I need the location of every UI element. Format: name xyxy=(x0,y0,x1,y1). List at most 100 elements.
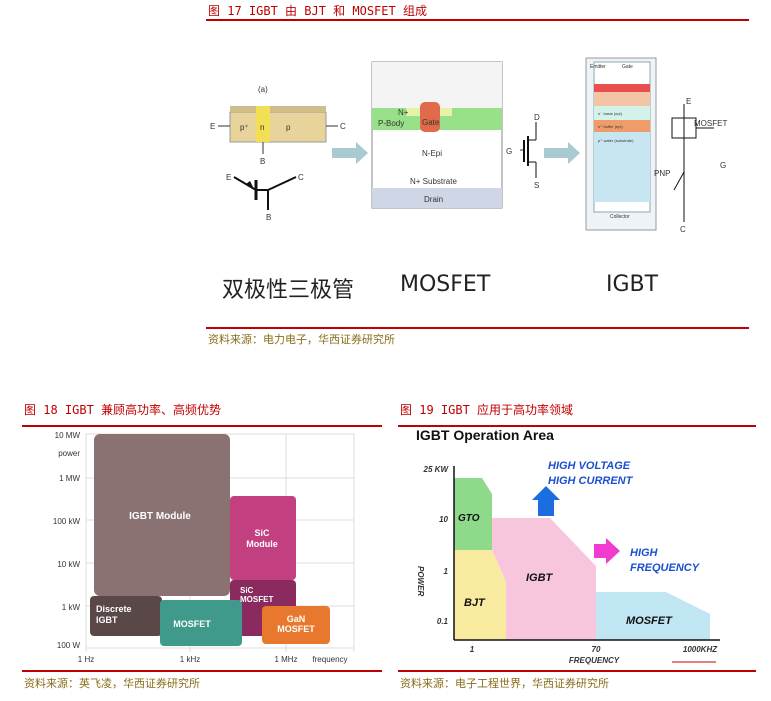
fig18-svg: 10 MW power 1 MW 100 kW 10 kW 1 kW 100 W… xyxy=(24,428,364,668)
igbt-label-gate: Gate xyxy=(622,64,633,70)
fig19-ylabel: POWER xyxy=(416,566,425,596)
fig18-block-mosfet xyxy=(160,600,242,646)
fig18-block-igbt-module xyxy=(94,434,230,596)
fig19-up-arrow xyxy=(532,486,560,516)
fig17-bottom-rule xyxy=(206,327,749,329)
igbt-symbol-label-pnp: PNP xyxy=(654,169,670,178)
fig19-right-arrow xyxy=(594,538,620,564)
bjt-symbol-arrow xyxy=(246,181,254,189)
fig19-svg: IGBT Operation Area 25 KW 10 1 0.1 POWER… xyxy=(416,427,720,665)
igbt-label-wafer: p⁺ wafer (substrate) xyxy=(598,138,634,143)
bjt-symbol-label-e: E xyxy=(226,173,231,182)
fig18-ytick-100kw: 100 kW xyxy=(53,517,81,526)
fig19-xlabel: FREQUENCY xyxy=(569,656,620,665)
mosfet-gate xyxy=(420,102,440,132)
fig18-chart: 10 MW power 1 MW 100 kW 10 kW 1 kW 100 W… xyxy=(24,428,364,668)
fig19-ytick-01: 0.1 xyxy=(437,617,449,626)
igbt-base xyxy=(594,106,650,120)
fig18-ytick-10mw: 10 MW xyxy=(55,431,81,440)
fig19-ytick-1: 1 xyxy=(444,567,449,576)
arrow-mosfet-to-igbt xyxy=(544,142,580,164)
fig19-label-gto: GTO xyxy=(458,513,480,524)
fig18-block-sic-module xyxy=(230,496,296,580)
bjt-label-n: n xyxy=(260,123,264,132)
caption-mosfet: MOSFET xyxy=(400,272,491,297)
mosfet-drain xyxy=(372,188,502,208)
fig19-region-bjt xyxy=(454,550,506,640)
caption-igbt: IGBT xyxy=(606,272,659,297)
mosfet-symbol-label-g: G xyxy=(506,147,512,156)
fig19-ann-high-current: HIGH CURRENT xyxy=(548,475,634,487)
fig18-label-igbt-module: IGBT Module xyxy=(129,511,191,522)
mosfet-label-substrate: N+ Substrate xyxy=(410,177,457,186)
fig19-source: 资料来源：电子工程世界，华西证券研究所 xyxy=(400,677,609,690)
mosfet-label-drain: Drain xyxy=(424,195,443,204)
fig19-label-bjt: BJT xyxy=(464,597,486,609)
mosfet-top xyxy=(372,62,502,108)
fig19-ytick-25kw: 25 KW xyxy=(423,465,450,474)
mosfet-symbol-label-s: S xyxy=(534,181,539,190)
igbt-symbol-label-e: E xyxy=(686,97,691,106)
fig17-svg: (a) p⁺ n p E C B E C B N+ P-Body Gate xyxy=(210,57,727,234)
fig19-label-igbt: IGBT xyxy=(526,572,554,584)
fig18-xtick-1khz: 1 kHz xyxy=(180,655,200,664)
fig19-region-gto xyxy=(454,478,492,550)
arrow-bjt-to-mosfet xyxy=(332,142,368,164)
mosfet-symbol-label-d: D xyxy=(534,113,540,122)
fig17-title: 图 17 IGBT 由 BJT 和 MOSFET 组成 xyxy=(208,4,427,18)
fig19-ann-high-voltage: HIGH VOLTAGE xyxy=(548,460,631,472)
bjt-n-region xyxy=(256,106,270,142)
igbt-emitter-region xyxy=(594,84,650,92)
igbt-wafer xyxy=(594,132,650,202)
fig19-title: 图 19 IGBT 应用于高功率领域 xyxy=(400,403,574,417)
fig19-ann-high: HIGH xyxy=(630,547,659,559)
bjt-symbol-label-c: C xyxy=(298,173,304,182)
fig19-xtick-70: 70 xyxy=(592,645,601,654)
bjt-bar-top xyxy=(230,106,326,112)
fig17-title-rule xyxy=(206,19,749,21)
fig19-title-rule xyxy=(398,425,756,427)
fig18-ytick-10kw: 10 kW xyxy=(57,560,80,569)
bjt-symbol-c xyxy=(267,176,297,191)
igbt-label-collector: Collector xyxy=(610,214,630,220)
fig18-source: 资料来源：英飞凌，华西证券研究所 xyxy=(24,677,200,690)
fig18-bottom-rule xyxy=(22,670,382,672)
bjt-label-p1: p⁺ xyxy=(240,123,249,132)
fig18-label-mosfet: MOSFET xyxy=(173,619,211,629)
fig19-region-mosfet xyxy=(596,592,710,640)
fig19-ann-frequency: FREQUENCY xyxy=(630,562,701,574)
fig18-xtick-1mhz: 1 MHz xyxy=(274,655,297,664)
fig18-ytick-1mw: 1 MW xyxy=(59,474,80,483)
igbt-symbol-label-g: G xyxy=(720,161,726,170)
fig18-ytick-1kw: 1 kW xyxy=(62,603,81,612)
fig18-block-gan-mosfet xyxy=(262,606,330,644)
fig18-xlabel-frequency: frequency xyxy=(312,655,347,664)
bjt-label-c: C xyxy=(340,122,346,131)
fig18-xtick-1hz: 1 Hz xyxy=(78,655,94,664)
fig18-block-discrete-igbt xyxy=(90,596,162,636)
igbt-label-emitter: Emitter xyxy=(590,64,606,70)
fig19-xtick-1000khz: 1000KHZ xyxy=(683,645,718,654)
fig19-region-igbt xyxy=(492,518,596,640)
fig17-source: 资料来源：电力电子，华西证券研究所 xyxy=(208,333,395,346)
igbt-p-region xyxy=(594,92,650,106)
bjt-label-e: E xyxy=(210,122,215,131)
fig18-title: 图 18 IGBT 兼顾高功率、高频优势 xyxy=(24,403,222,417)
igbt-symbol-label-mosfet: MOSFET xyxy=(694,119,727,128)
igbt-buffer xyxy=(594,120,650,132)
igbt-symbol-label-c: C xyxy=(680,225,686,234)
fig19-xtick-1: 1 xyxy=(470,645,475,654)
fig17-diagram: (a) p⁺ n p E C B E C B N+ P-Body Gate xyxy=(206,22,749,327)
bjt-label-b: B xyxy=(260,157,265,166)
fig19-chart: IGBT Operation Area 25 KW 10 1 0.1 POWER… xyxy=(400,426,756,670)
mosfet-label-gate: Gate xyxy=(422,118,440,127)
mosfet-label-n-plus: N+ xyxy=(398,108,409,117)
igbt-label-base: n⁻ basis (epi) xyxy=(598,111,623,116)
fig19-heading: IGBT Operation Area xyxy=(416,427,554,443)
fig19-label-mosfet: MOSFET xyxy=(626,615,673,627)
mosfet-label-n-epi: N-Epi xyxy=(422,149,442,158)
bjt-label-p2: p xyxy=(286,123,291,132)
